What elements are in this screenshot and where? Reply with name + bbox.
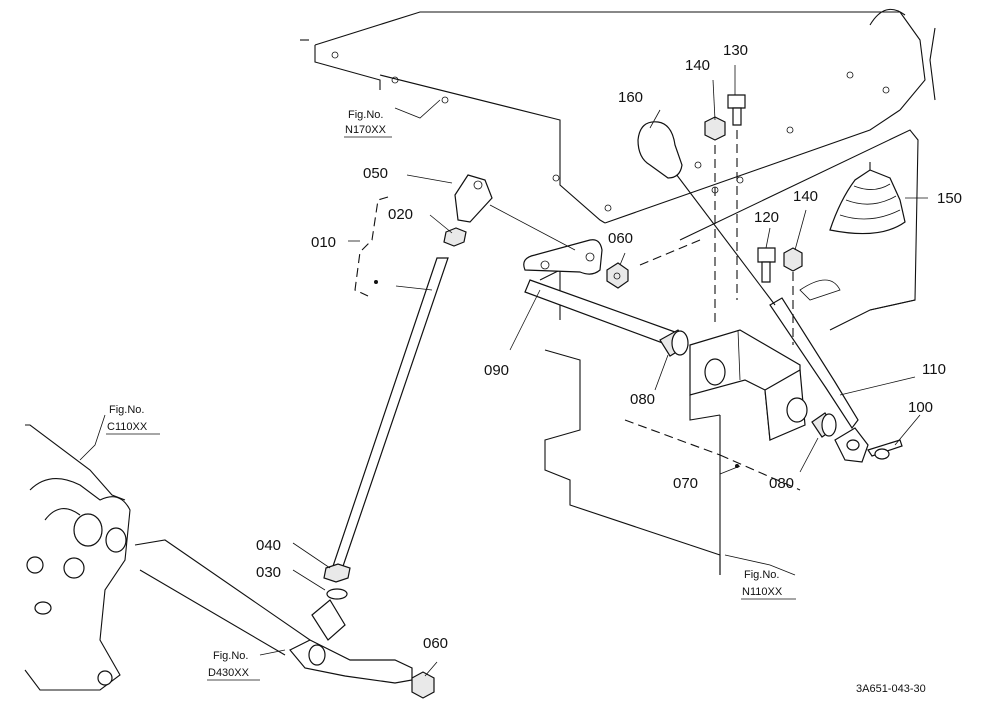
figref-c110-title: Fig.No.: [109, 404, 144, 416]
nut-040: [323, 563, 351, 583]
collar-080-left: [659, 329, 689, 357]
nut-140-right: [783, 247, 803, 345]
label-020: 020: [388, 206, 413, 223]
label-080-left: 080: [630, 391, 655, 408]
label-160: 160: [618, 89, 643, 106]
label-080-right: 080: [769, 475, 794, 492]
label-010: 010: [311, 234, 336, 251]
label-110: 110: [922, 361, 946, 378]
collar-080-right: [811, 412, 837, 438]
label-030: 030: [256, 564, 281, 581]
side-panel-outline: [539, 129, 919, 575]
figref-d430-title: Fig.No.: [213, 650, 248, 662]
nut-020: [443, 227, 467, 247]
knob-160: [637, 121, 683, 179]
top-plate-outline: [300, 8, 936, 224]
figref-n110-code: N110XX: [742, 586, 783, 598]
figref-c110-code: C110XX: [107, 421, 148, 433]
figref-n110-title: Fig.No.: [744, 569, 779, 581]
label-140-top: 140: [685, 57, 710, 74]
label-070: 070: [673, 475, 698, 492]
nut-140-top: [704, 116, 726, 325]
leader-lines: [79, 65, 928, 677]
label-040: 040: [256, 537, 281, 554]
label-060-bottom: 060: [423, 635, 448, 652]
label-100: 100: [908, 399, 933, 416]
label-120: 120: [754, 209, 779, 226]
rod-end-lower: [311, 599, 346, 641]
label-050: 050: [363, 165, 388, 182]
washer-030: [326, 588, 348, 600]
pin-100: [867, 439, 903, 460]
lower-lever: [289, 639, 413, 684]
figref-n170-code: N170XX: [345, 124, 387, 136]
nut-060-top: [606, 262, 629, 289]
label-060-top: 060: [608, 230, 633, 247]
figref-d430-code: D430XX: [208, 667, 250, 679]
bolt-120: [757, 247, 776, 283]
shaft-090: [523, 239, 676, 346]
figref-n170-title: Fig.No.: [348, 109, 383, 121]
lower-casting: [24, 424, 311, 691]
diagram-code: 3A651-043-30: [856, 683, 926, 695]
label-090: 090: [484, 362, 509, 379]
nut-060-bottom: [411, 671, 435, 699]
boot-150: [829, 162, 906, 235]
bolt-130: [727, 94, 746, 300]
lever-110: [672, 169, 869, 463]
label-140-right: 140: [793, 188, 818, 205]
bracket-070: [689, 329, 808, 468]
rod-010: [329, 196, 449, 576]
label-130: 130: [723, 42, 748, 59]
rod-end-050: [454, 174, 493, 223]
label-150: 150: [937, 190, 962, 207]
